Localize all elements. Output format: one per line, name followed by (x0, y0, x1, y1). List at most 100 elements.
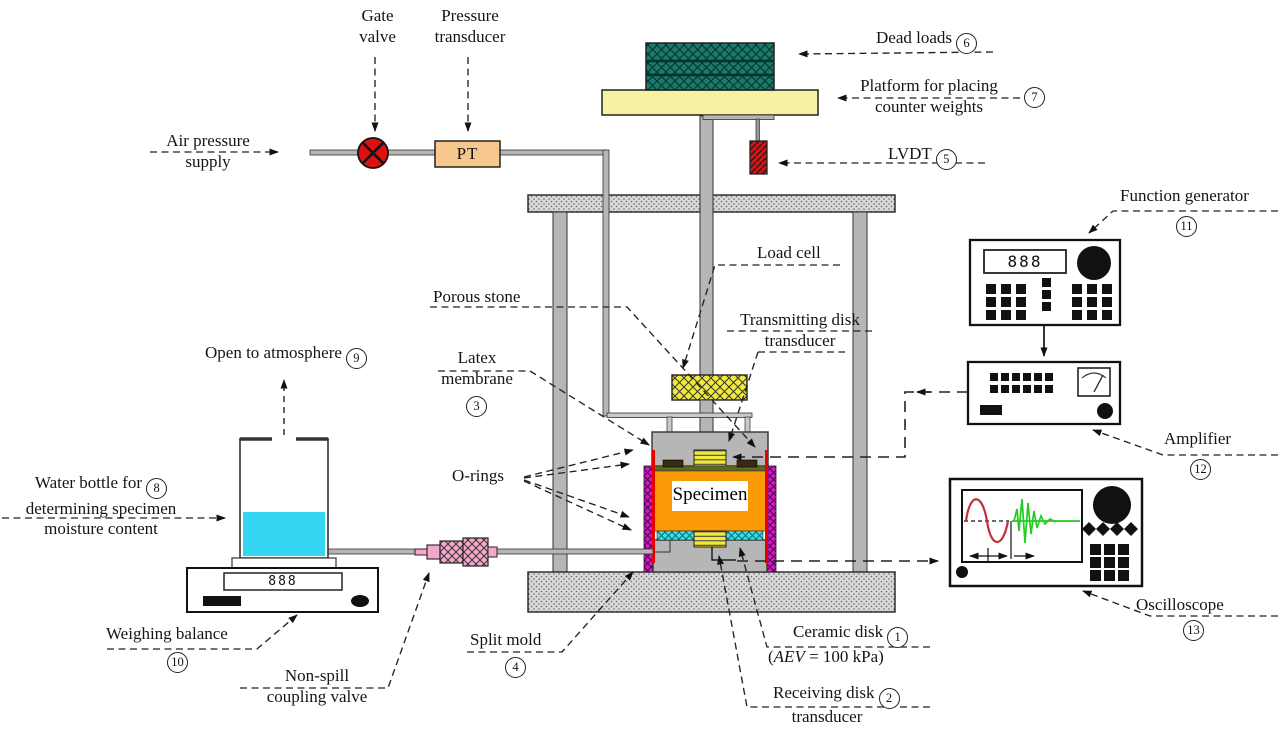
transmitting-disk-transducer (693, 449, 727, 467)
label-pressure-transducer: Pressure transducer (434, 6, 506, 46)
specimen-label-box (672, 481, 748, 511)
label-air-pressure-supply: Air pressure supply (166, 131, 250, 171)
base-slab (527, 571, 896, 613)
right-column (852, 211, 868, 573)
receiver-wire (711, 547, 736, 561)
air-downpipe (602, 149, 610, 417)
label-gate-valve: Gate valve (359, 6, 396, 46)
water-system (186, 379, 654, 613)
label-transmitting-disk: Transmitting disk transducer (740, 310, 860, 350)
specimen-label: Specimen (672, 484, 748, 505)
water-fill (243, 512, 325, 556)
label-split-mold: Split mold (470, 630, 542, 649)
latex-membrane-lines (652, 450, 768, 563)
label-oscilloscope: Oscilloscope (1136, 595, 1224, 614)
label-receiving-disk-line2: transducer (791, 707, 863, 726)
air-tube (499, 149, 608, 156)
balance-foot (351, 595, 369, 607)
label-latex-membrane: Latex membrane (441, 348, 513, 388)
number-badge: 7 (1024, 87, 1045, 108)
pressure-transducer-box (434, 140, 501, 168)
signal-cables (732, 388, 968, 565)
osc-power-button (956, 566, 968, 578)
yoke-bar (606, 412, 753, 418)
amp-meter-arc (1081, 372, 1107, 379)
receiving-disk-transducer (693, 530, 727, 548)
fg-right-keypad (1072, 284, 1112, 320)
number-badge: 9 (345, 347, 367, 369)
number-badge: 10 (167, 652, 188, 673)
amp-to-transmitter-cable (732, 391, 968, 461)
balance-display (223, 572, 343, 591)
loading-rod (699, 115, 714, 377)
fg-left-keypad (986, 284, 1026, 320)
label-non-spill-valve: Non-spill coupling valve (266, 666, 368, 706)
label-platform: Platform for placing counter weights (860, 76, 998, 116)
number-badge: 3 (466, 396, 487, 417)
number-badge: 2 (878, 687, 900, 709)
pedestal-channel (654, 540, 671, 553)
number-badge: 6 (956, 32, 978, 54)
counterweight-platform (601, 89, 819, 116)
amp-buttons (990, 373, 1053, 393)
split-mold-right (766, 465, 777, 573)
number-badge: 4 (505, 657, 526, 678)
dead-loads-layer-lines (646, 59, 774, 77)
load-cell-block (671, 374, 748, 401)
oscilloscope-device (948, 477, 1144, 588)
function-generator-device (968, 238, 1122, 327)
o-ring-block (736, 459, 758, 468)
received-wave (1013, 498, 1057, 544)
label-o-rings: O-rings (452, 466, 504, 485)
non-spill-coupling-valve-icon (414, 537, 498, 567)
yoke-post (744, 416, 751, 434)
input-wave (964, 498, 1010, 543)
water-tube (496, 548, 654, 555)
fg-display (983, 249, 1067, 274)
amp-knob (1097, 403, 1113, 419)
amplifier-device (966, 360, 1122, 426)
fg-knob (1077, 246, 1111, 280)
lvdt-body (749, 140, 768, 175)
lvdt-stem (755, 118, 760, 142)
dead-load-assembly (601, 42, 819, 377)
fg-center-buttons (1042, 278, 1051, 311)
number-badge: 1 (887, 626, 909, 648)
osc-keypad (1090, 544, 1129, 581)
osc-diamond-buttons (1082, 522, 1138, 536)
label-weighing-balance: Weighing balance (106, 624, 228, 643)
osc-knob (1093, 486, 1131, 524)
fg-display-value: 888 (1007, 252, 1043, 271)
specimen-cell (606, 374, 777, 573)
yoke-post (666, 416, 673, 434)
label-porous-stone: Porous stone (433, 287, 521, 306)
bottle-tray (231, 557, 337, 569)
balance-button (203, 596, 241, 606)
valve-cross (362, 142, 384, 164)
pt-symbol: PT (456, 144, 479, 163)
number-badge: 11 (1176, 216, 1197, 237)
balance-display-value: 888 (268, 574, 298, 589)
label-ceramic-disk-aev: (AEV = 100 kPa) (768, 647, 884, 666)
dead-loads-stack (645, 42, 775, 91)
split-mold-left (643, 465, 654, 573)
number-badge: 13 (1183, 620, 1204, 641)
leader-lines (2, 50, 1278, 708)
amp-switch (980, 405, 1002, 415)
air-tube (387, 149, 436, 156)
number-badge: 8 (146, 477, 168, 499)
label-amplifier: Amplifier (1164, 429, 1232, 448)
number-badge: 12 (1190, 459, 1211, 480)
lvdt-bracket (702, 114, 775, 120)
label-function-generator: Function generator (1120, 186, 1249, 205)
label-load-cell: Load cell (757, 243, 821, 262)
o-ring-block (662, 459, 684, 468)
air-tube (309, 149, 359, 156)
